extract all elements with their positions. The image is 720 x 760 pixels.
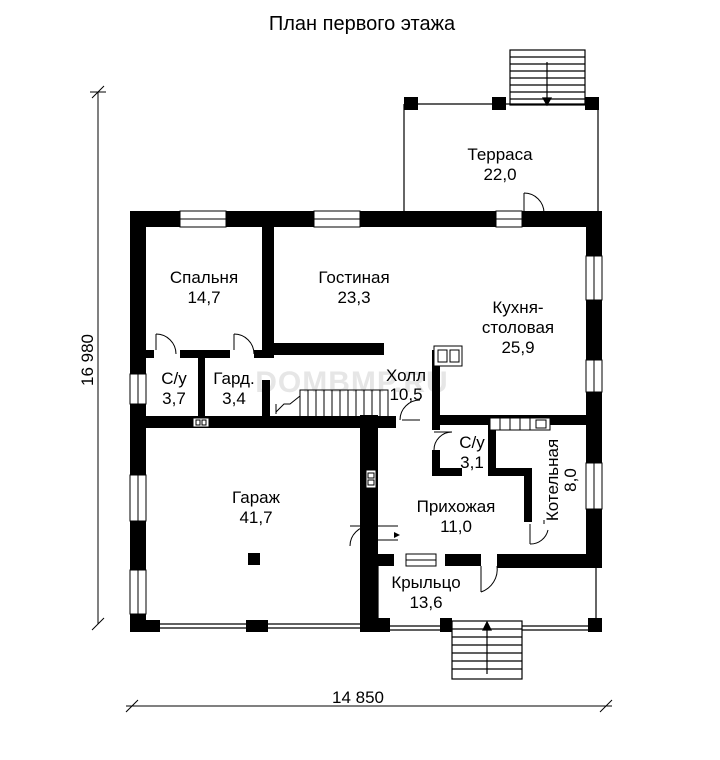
- room-name: Терраса: [467, 145, 533, 164]
- room-entrance: Прихожая 11,0: [417, 497, 496, 536]
- plan-title: План первого этажа: [269, 13, 456, 35]
- room-name: Крыльцо: [391, 573, 460, 592]
- room-name: Спальня: [170, 268, 238, 287]
- room-kitchen: Кухня- столовая 25,9: [482, 298, 554, 357]
- dimension-width: 14 850: [332, 688, 384, 707]
- room-area: 10,5: [389, 385, 422, 404]
- room-name: Гараж: [232, 488, 281, 507]
- kitchen-counter: [489, 417, 551, 431]
- room-area: 3,4: [222, 389, 246, 408]
- vent-blocks: [192, 345, 463, 489]
- room-name: Котельная: [543, 439, 562, 521]
- room-name: С/у: [459, 433, 485, 452]
- room-bath1: С/у 3,7: [161, 369, 187, 408]
- room-wardrobe: Гард. 3,4: [213, 369, 254, 408]
- room-terrace: Терраса 22,0: [467, 145, 533, 184]
- dimension-lines: [90, 85, 613, 713]
- room-area: 3,1: [460, 453, 484, 472]
- terrace-stairs: [509, 49, 586, 107]
- room-area: 23,3: [337, 288, 370, 307]
- room-area: 3,7: [162, 389, 186, 408]
- room-area: 11,0: [440, 517, 472, 536]
- room-name-line1: Кухня-: [492, 298, 543, 317]
- room-bedroom: Спальня 14,7: [170, 268, 238, 307]
- room-bath2: С/у 3,1: [459, 433, 485, 472]
- room-name-line2: столовая: [482, 318, 554, 337]
- garage-door: [160, 623, 360, 629]
- doors: [155, 192, 549, 593]
- watermark: DOMBMP.RU: [255, 366, 448, 399]
- room-living: Гостиная 23,3: [318, 268, 389, 307]
- dimension-height: 16 980: [78, 334, 97, 386]
- room-name: Гард.: [213, 369, 254, 388]
- room-name: С/у: [161, 369, 187, 388]
- room-boiler: Котельная 8,0: [543, 439, 580, 521]
- terrace-columns: [404, 97, 599, 110]
- staircase: [275, 389, 389, 419]
- room-area: 13,6: [409, 593, 442, 612]
- room-name: Гостиная: [318, 268, 389, 287]
- room-area: 41,7: [239, 508, 272, 527]
- room-garage: Гараж 41,7: [232, 488, 281, 527]
- room-area: 22,0: [483, 165, 516, 184]
- porch-stairs: [451, 620, 523, 680]
- room-area: 25,9: [501, 338, 534, 357]
- windows: [129, 210, 603, 615]
- room-name: Прихожая: [417, 497, 496, 516]
- room-name: Холл: [386, 366, 426, 385]
- room-hall: Холл 10,5: [386, 366, 426, 404]
- room-area: 8,0: [561, 468, 580, 492]
- room-area: 14,7: [187, 288, 220, 307]
- room-porch: Крыльцо 13,6: [391, 573, 460, 612]
